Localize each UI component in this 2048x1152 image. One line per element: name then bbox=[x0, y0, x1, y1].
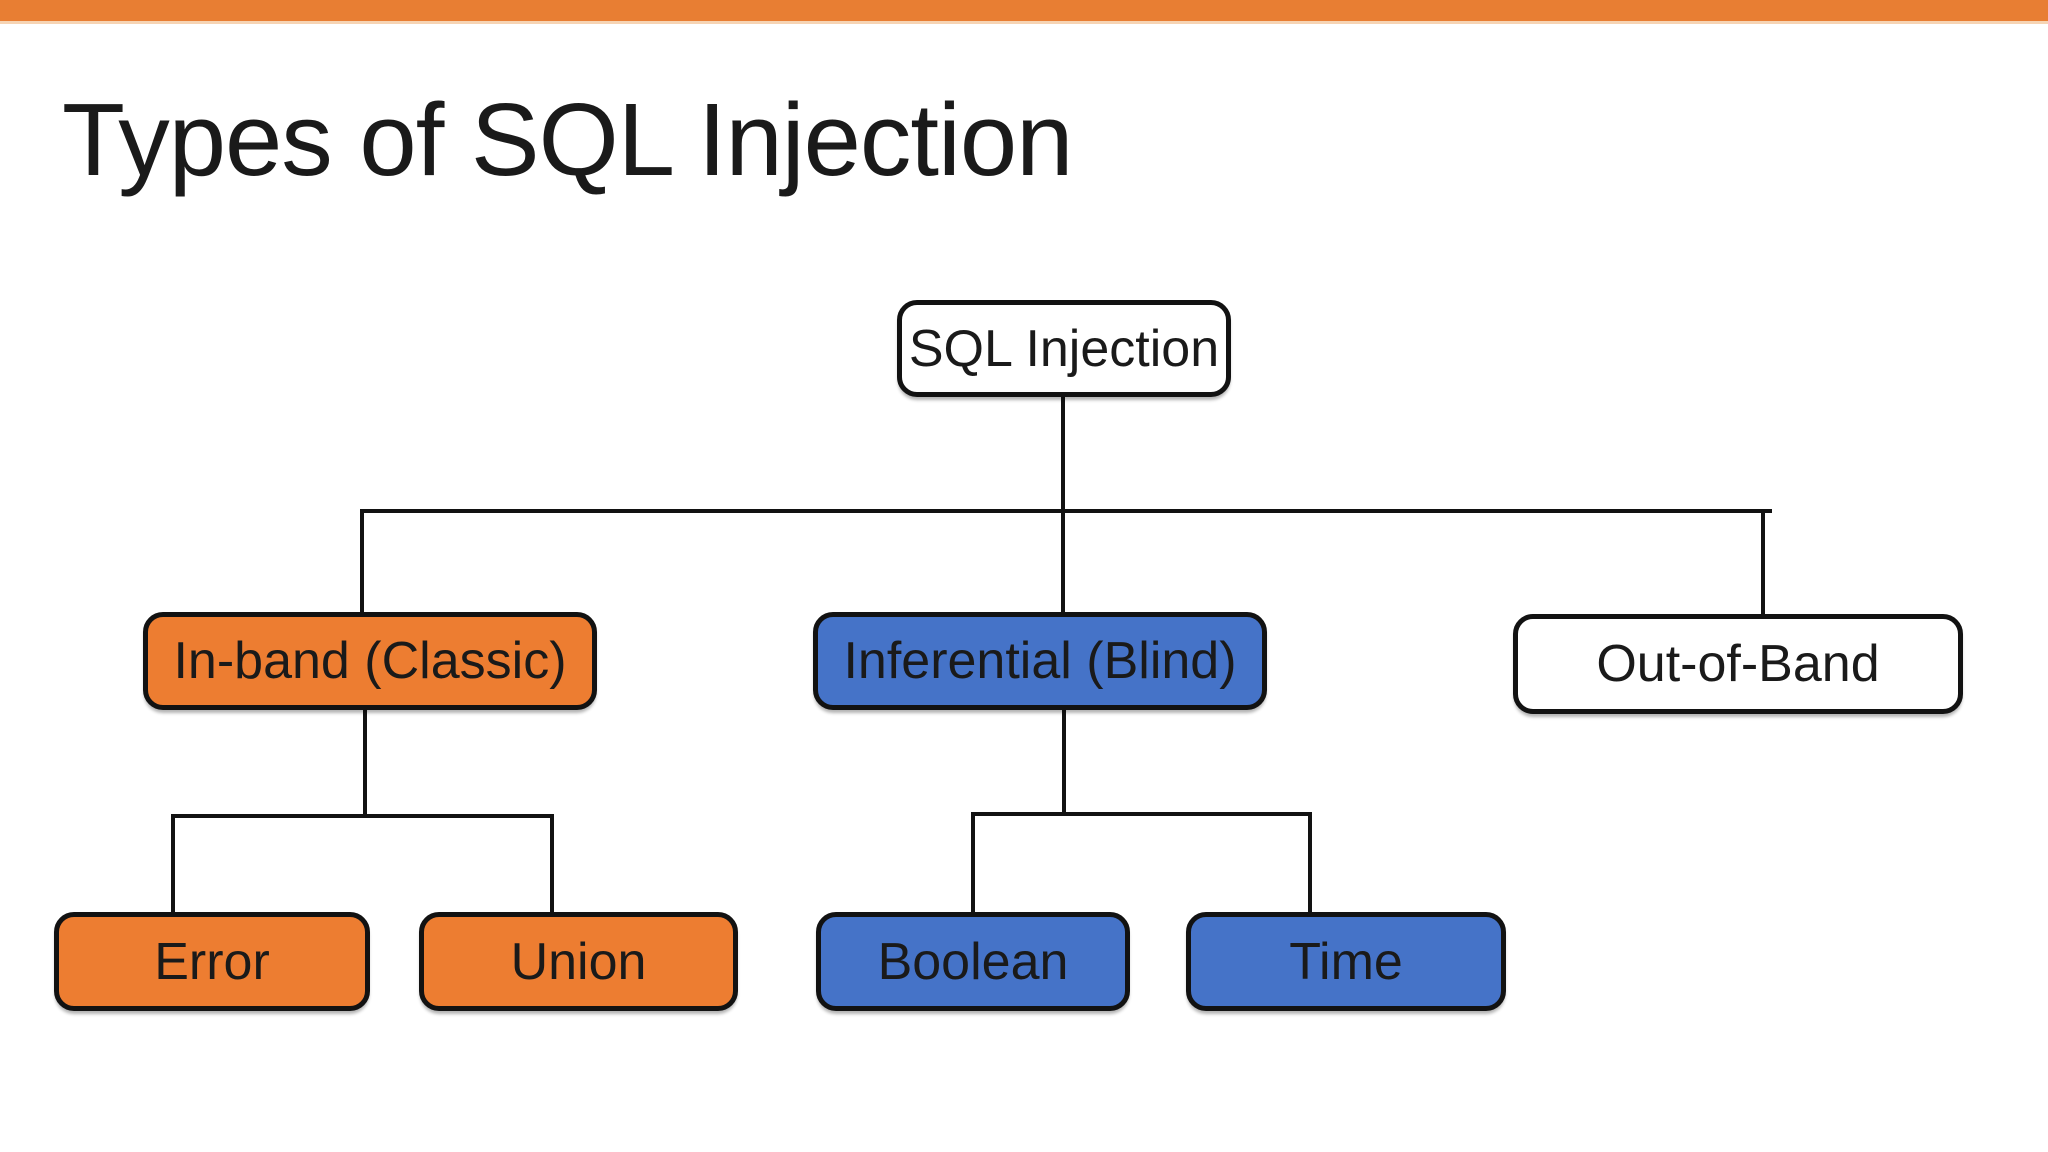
tree-node-label: Out-of-Band bbox=[1596, 635, 1880, 693]
tree-node-label: SQL Injection bbox=[908, 319, 1220, 378]
tree-node-label: Time bbox=[1289, 932, 1403, 991]
connector-inferential-to-children bbox=[971, 706, 1312, 916]
tree-node-label: In-band (Classic) bbox=[173, 632, 567, 690]
tree-node-label: Inferential (Blind) bbox=[843, 632, 1237, 690]
tree-node-sql-injection: SQL Injection bbox=[897, 300, 1231, 397]
tree-node-label: Error bbox=[154, 932, 270, 991]
tree-node-label: Boolean bbox=[877, 932, 1069, 991]
connector-root-to-level1 bbox=[360, 395, 1772, 620]
tree-node-inferential-blind: Inferential (Blind) bbox=[813, 612, 1267, 710]
page-title: Types of SQL Injection bbox=[62, 82, 1073, 197]
tree-node-out-of-band: Out-of-Band bbox=[1513, 614, 1963, 714]
tree-node-boolean: Boolean bbox=[816, 912, 1130, 1011]
tree-node-union: Union bbox=[419, 912, 738, 1011]
connector-inband-to-children bbox=[171, 706, 554, 916]
tree-node-time: Time bbox=[1186, 912, 1506, 1011]
tree-node-in-band-classic: In-band (Classic) bbox=[143, 612, 597, 710]
tree-node-error: Error bbox=[54, 912, 370, 1011]
tree-node-label: Union bbox=[510, 932, 647, 991]
accent-bar bbox=[0, 0, 2048, 24]
